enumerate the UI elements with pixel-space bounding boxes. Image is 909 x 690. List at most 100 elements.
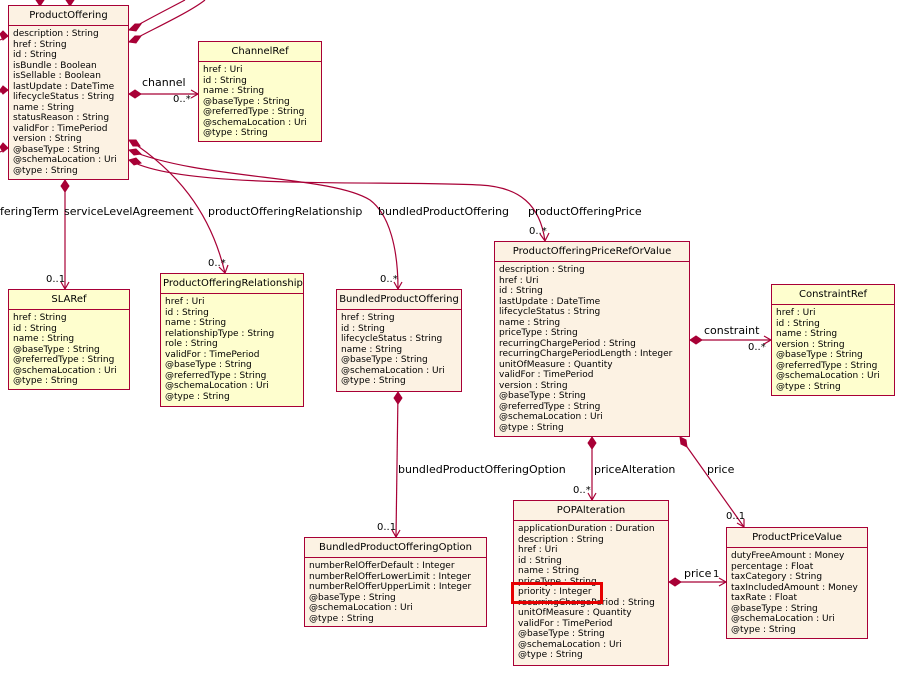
mult-price-alteration: 0..* [573,485,591,496]
attribute: validFor : TimePeriod [499,370,594,380]
attribute: priority : Integer [518,587,592,597]
class-title: BundledProductOfferingOption [305,538,486,558]
mult-alteration-price: 1 [713,569,719,580]
mult-product-offering-price: 0..* [529,226,547,237]
attribute: @referredType : String [203,107,305,117]
attribute: numberRelOfferDefault : Integer [309,561,455,571]
attribute: @schemaLocation : Uri [13,155,117,165]
attribute: @schemaLocation : Uri [203,117,307,128]
attribute: version : String [499,380,568,391]
edge-label-bundled-product-offering: bundledProductOffering [378,205,509,218]
attribute: id : String [499,286,543,296]
mult-constraint: 0..* [748,342,766,353]
attribute: @schemaLocation : Uri [165,381,269,391]
attribute: description : String [518,534,604,545]
attribute: priceType : String [518,576,597,587]
mult-bundled-product-offering-option: 0..1 [377,522,396,533]
attribute: @baseType : String [165,360,252,370]
attribute: validFor : TimePeriod [165,349,260,360]
attribute: @baseType : String [13,344,100,355]
attribute: @baseType : String [13,144,100,155]
attribute: id : String [518,555,562,566]
class-title: ProductPriceValue [727,528,867,548]
attribute: relationshipType : String [165,328,275,339]
edge-bundled-product-offering-option: bundledProductOfferingOption 0..1 [377,391,566,539]
attribute: id : String [776,318,820,329]
attribute: name : String [499,317,561,328]
attribute: description : String [499,265,585,275]
attribute: @baseType : String [776,350,863,360]
attribute: @schemaLocation : Uri [776,371,880,381]
attribute: taxCategory : String [731,572,823,582]
attribute: @referredType : String [776,360,878,371]
attribute: applicationDuration : Duration [518,524,655,534]
attribute: version : String [776,339,845,350]
attribute: name : String [165,318,227,328]
attribute: @type : String [13,165,78,176]
highlight-box [511,582,603,604]
attribute: priceType : String [499,328,578,338]
attribute: @type : String [203,128,268,138]
attribute: @type : String [309,613,374,624]
attribute: @baseType : String [499,391,586,401]
attribute: @referredType : String [165,370,267,381]
attribute: statusReason : String [13,113,110,123]
edge-bundled-product-offering: bundledProductOffering 0..* [127,148,509,291]
edge-label-product-offering-relationship: productOfferingRelationship [208,205,362,218]
attribute: @schemaLocation : Uri [13,365,117,376]
attribute: @type : String [13,376,78,386]
attribute: role : String [165,339,218,349]
attribute: validFor : TimePeriod [13,123,108,134]
offscreen-edges [0,0,206,153]
class-product-price-value[interactable]: ProductPriceValue dutyFreeAmount : Money… [726,527,868,639]
mult-service-level-agreement: 0..1 [46,274,65,285]
edge-label-bundled-product-offering-option: bundledProductOfferingOption [398,463,566,476]
attribute: href : Uri [203,65,243,75]
class-product-offering-price-ref-or-value[interactable]: ProductOfferingPriceRefOrValue descripti… [494,241,690,437]
edge-label-alteration-price: price [684,567,712,580]
edge-constraint: constraint 0..* [689,324,773,353]
attribute: recurringChargePeriodLength : Integer [499,349,673,359]
attribute: id : String [165,307,209,318]
attribute: name : String [13,334,75,344]
attribute: @referredType : String [499,401,601,412]
mult-product-offering-relationship: 0..* [208,258,226,269]
attribute: @type : String [518,650,583,660]
attribute: id : String [13,323,57,334]
attribute: isBundle : Boolean [13,60,97,71]
attribute: name : String [203,86,265,96]
attribute: percentage : Float [731,561,814,572]
edge-product-offering-price: productOfferingPrice 0..* [128,157,642,243]
attribute: name : String [776,329,838,339]
attribute: @schemaLocation : Uri [731,614,835,624]
edge-alteration-price: price 1 [668,567,728,587]
edge-label-offering-term: feringTerm [0,205,59,218]
attribute: version : String [13,134,82,144]
attribute: @baseType : String [309,592,396,603]
attribute: name : String [13,102,75,113]
attribute: @schemaLocation : Uri [341,365,445,376]
edge-price-alteration: priceAlteration 0..* [573,436,675,502]
attribute: name : String [341,344,403,355]
attribute: lifecycleStatus : String [499,307,601,317]
attribute: @type : String [341,376,406,386]
attribute: href : String [341,313,395,323]
attribute: unitOfMeasure : Quantity [499,359,613,370]
class-bundled-product-offering-option[interactable]: BundledProductOfferingOption numberRelOf… [304,537,487,627]
edge-label-constraint: constraint [704,324,760,337]
attribute: @schemaLocation : Uri [518,639,622,650]
edge-label-channel: channel [142,76,186,89]
class-title: ChannelRef [199,42,321,62]
attribute: @type : String [165,391,230,402]
attribute: numberRelOfferUpperLimit : Integer [309,582,472,592]
